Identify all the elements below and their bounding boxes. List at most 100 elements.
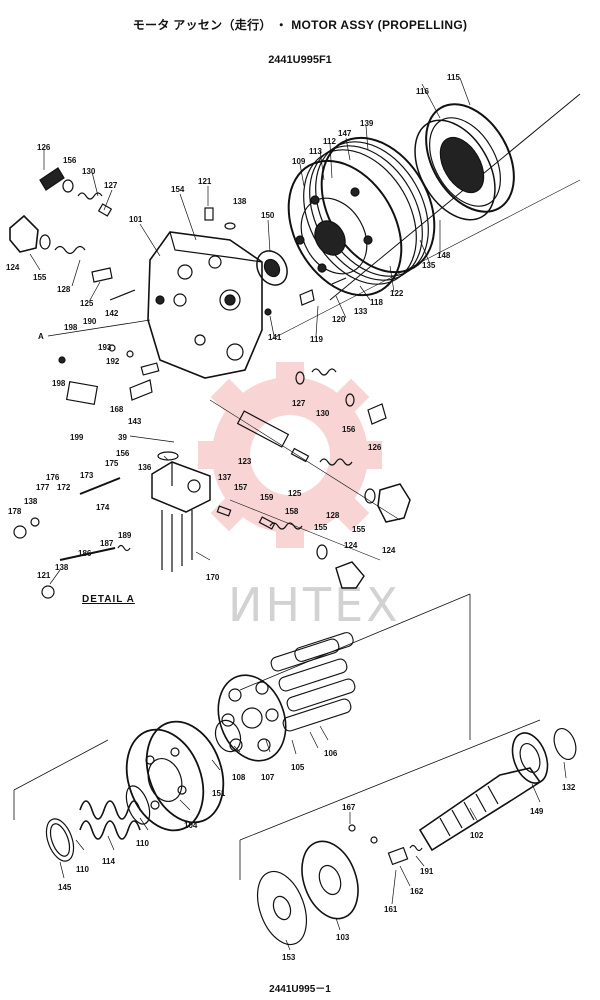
ball-guide-108	[214, 719, 242, 753]
callout-138-b: 138	[24, 497, 38, 506]
callout-143: 143	[128, 417, 142, 426]
callout-106: 106	[324, 749, 338, 758]
callout-178: 178	[8, 507, 22, 516]
callout-115: 115	[447, 73, 460, 82]
callout-173: 173	[80, 471, 94, 480]
callout-141: 141	[268, 333, 282, 342]
callout-39: 39	[118, 433, 127, 442]
callout-127: 127	[104, 181, 118, 190]
callout-132: 132	[562, 783, 576, 792]
callout-139: 139	[360, 119, 374, 128]
watermark-gear-logo	[198, 362, 382, 548]
callout-109: 109	[292, 157, 306, 166]
callout-167: 167	[342, 803, 356, 812]
callout-159: 159	[260, 493, 274, 502]
bearing-part-150	[256, 250, 288, 286]
washer-153	[256, 870, 308, 946]
retainer-plate-107	[217, 674, 287, 762]
callout-149: 149	[530, 807, 544, 816]
detail-a-marker: A	[38, 332, 44, 341]
callout-123: 123	[238, 457, 252, 466]
callout-176: 176	[46, 473, 60, 482]
callout-198-b: 198	[52, 379, 66, 388]
callout-158: 158	[285, 507, 299, 516]
callout-145: 145	[58, 883, 72, 892]
callout-130: 130	[82, 167, 96, 176]
callout-101: 101	[129, 215, 143, 224]
callout-102: 102	[470, 831, 484, 840]
valve-spools-middle	[236, 368, 411, 589]
detail-a-block	[13, 451, 232, 599]
callout-154: 154	[171, 185, 185, 194]
valve-block-part	[147, 231, 263, 379]
callout-126-b: 126	[368, 443, 382, 452]
callout-104: 104	[184, 821, 198, 830]
callout-162: 162	[410, 887, 424, 896]
callout-193: 193	[98, 343, 112, 352]
callout-148: 148	[437, 251, 451, 260]
watermark-text: ИНТЕХ	[228, 578, 401, 632]
plug-161-162	[348, 824, 423, 866]
callout-107: 107	[261, 773, 275, 782]
bearing-149	[511, 732, 549, 784]
callout-138-c: 138	[55, 563, 69, 572]
spring-114	[79, 800, 141, 840]
callout-199: 199	[70, 433, 84, 442]
callout-120: 120	[332, 315, 346, 324]
callout-198-a: 198	[64, 323, 78, 332]
callout-191: 191	[420, 867, 434, 876]
callout-156: 156	[63, 156, 77, 165]
callout-192: 192	[106, 357, 120, 366]
callout-135: 135	[422, 261, 436, 270]
callout-155-c: 155	[314, 523, 328, 532]
callout-155: 155	[33, 273, 47, 282]
callout-177: 177	[36, 483, 50, 492]
callout-142: 142	[105, 309, 119, 318]
callout-110-b: 110	[76, 865, 89, 874]
callout-147: 147	[338, 129, 352, 138]
callout-126: 126	[37, 143, 51, 152]
detail-a-label: DETAIL A	[82, 594, 135, 605]
diagram-code: 2441U995F1	[268, 54, 332, 66]
callout-168: 168	[110, 405, 124, 414]
leader-lines-top	[29, 77, 471, 337]
leader-lines-middle	[49, 435, 211, 585]
callout-113: 113	[309, 147, 322, 156]
callout-127-b: 127	[292, 399, 306, 408]
callout-108: 108	[232, 773, 246, 782]
end-cover-part	[414, 103, 515, 221]
callout-124-c: 124	[344, 541, 358, 550]
middle-assembly	[13, 368, 411, 599]
callout-175: 175	[105, 459, 119, 468]
callout-172: 172	[57, 483, 71, 492]
callout-128-b: 128	[326, 511, 340, 520]
cylinder-block-104	[125, 720, 225, 832]
callout-189: 189	[118, 531, 132, 540]
callout-170: 170	[206, 573, 220, 582]
footer-page-code: 2441U995－1	[269, 984, 331, 995]
top-assembly	[9, 77, 581, 405]
callout-157: 157	[234, 483, 248, 492]
callout-187: 187	[100, 539, 114, 548]
callout-118: 118	[370, 298, 383, 307]
callout-114: 114	[102, 857, 115, 866]
callout-153: 153	[282, 953, 296, 962]
callout-122: 122	[390, 289, 404, 298]
rotor-drum-part	[287, 136, 436, 297]
small-fittings-block	[58, 207, 347, 405]
callout-124-b: 124	[382, 546, 396, 555]
callout-150: 150	[261, 211, 275, 220]
relief-valve-left	[9, 167, 136, 301]
callout-155-b: 155	[352, 525, 366, 534]
callout-112: 112	[323, 137, 336, 146]
callout-125-b: 125	[288, 489, 302, 498]
callout-137: 137	[218, 473, 232, 482]
callout-labels: 115 116 139 147 112 113 109 126 156 130 …	[6, 73, 576, 962]
callout-136: 136	[138, 463, 152, 472]
callout-151: 151	[212, 789, 226, 798]
bottom-assembly	[13, 593, 577, 951]
flange-103	[301, 840, 359, 920]
snap-ring-132	[553, 727, 577, 761]
